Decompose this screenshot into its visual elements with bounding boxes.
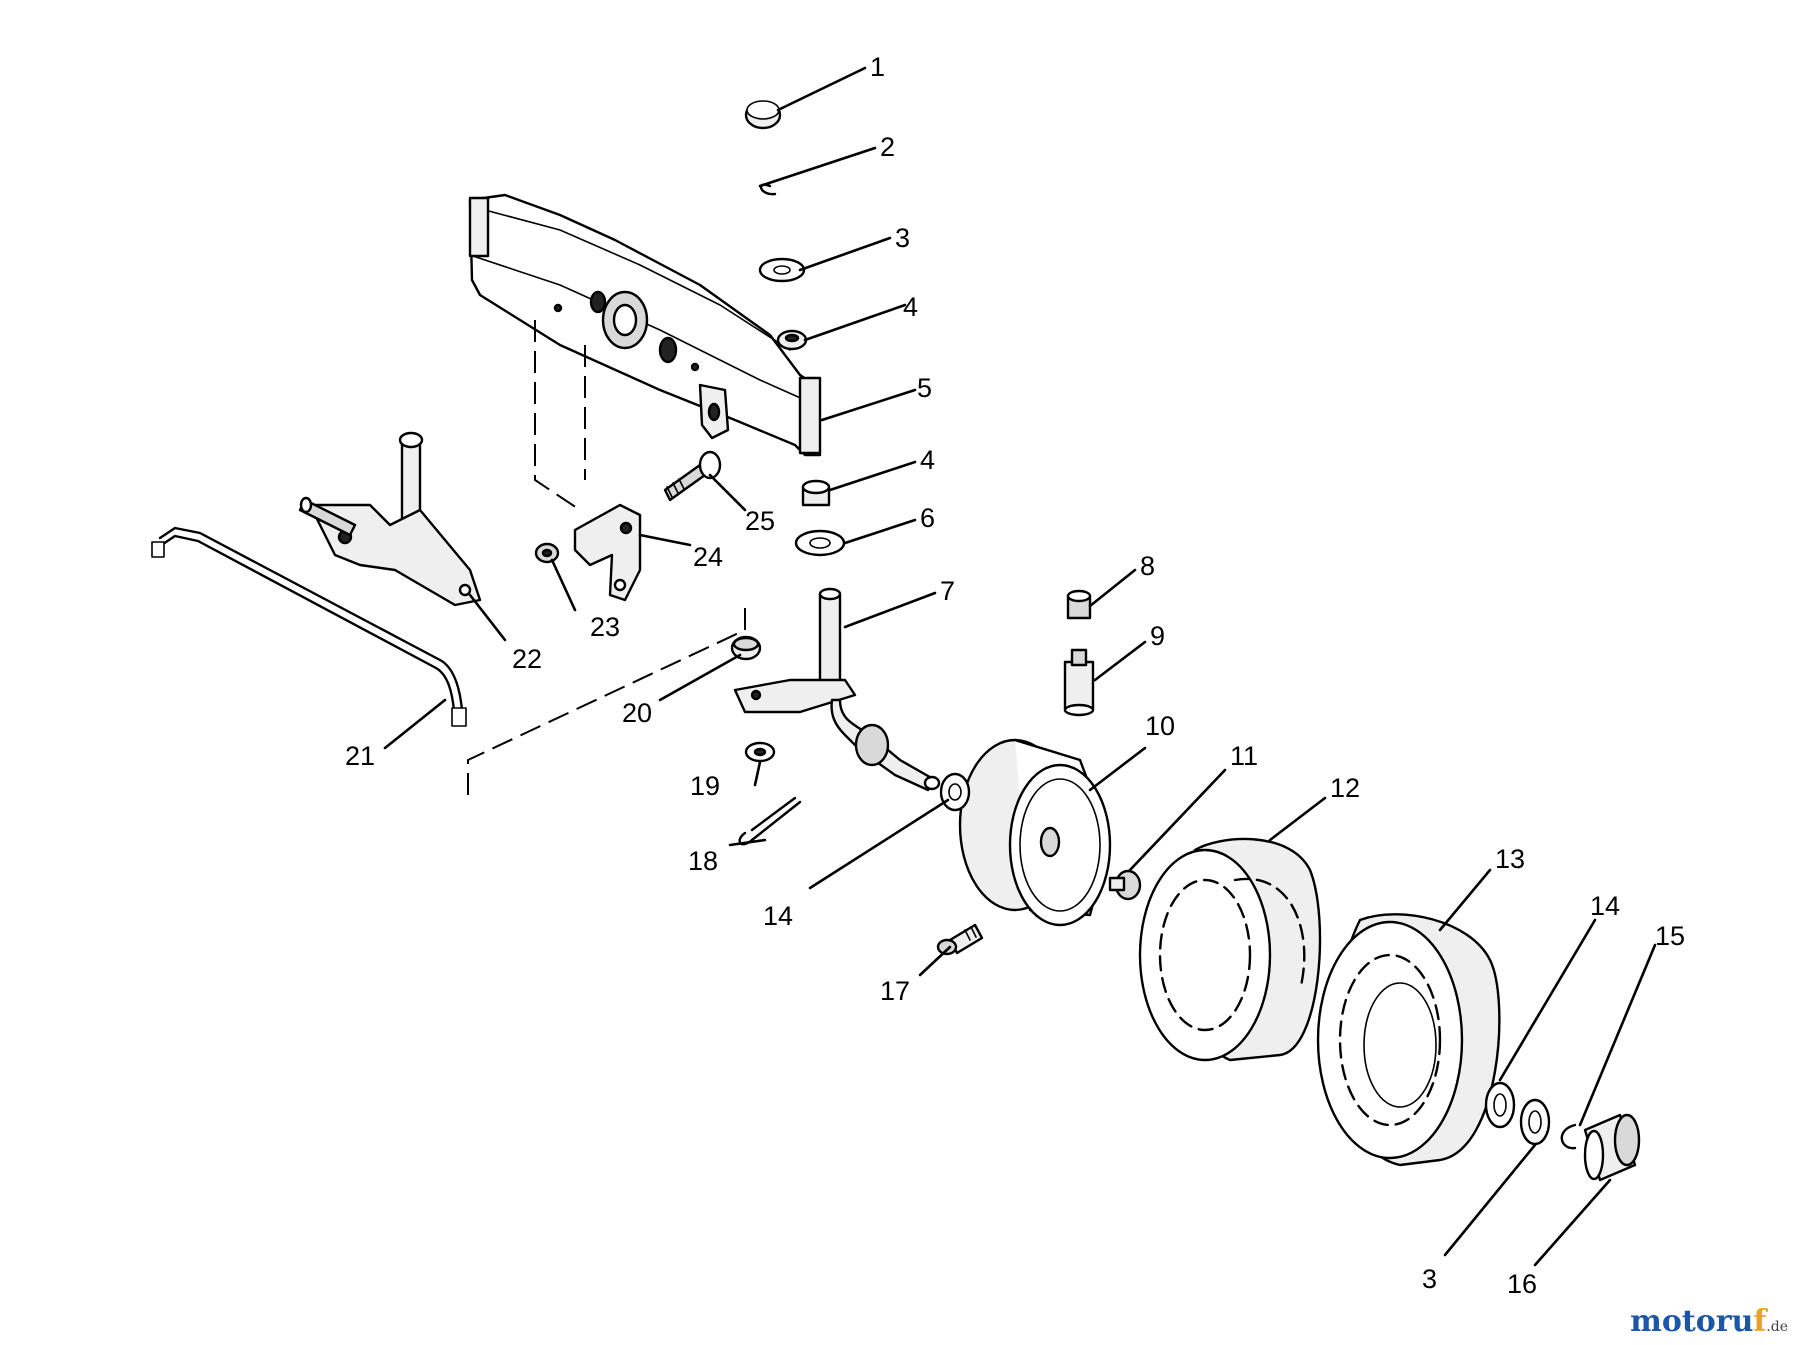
bolt-part [663,450,722,502]
cotter-pin-part [738,796,802,846]
hub-cap-part [1583,1113,1641,1182]
callout-4: 4 [903,292,918,322]
grease-fitting-cap-part [730,635,762,661]
valve-cap-part [1066,589,1092,620]
callout-2: 2 [880,132,895,162]
cap-part [744,100,782,130]
wheel-rim-part [958,738,1112,927]
valve-stem-part [1063,648,1095,717]
callout-13: 13 [1495,844,1525,874]
callout-14-left: 14 [763,901,793,931]
callout-11: 11 [1230,741,1258,771]
site-logo: motoruf.de [1630,1304,1788,1339]
bushing-bottom-part [801,479,831,507]
drag-link-part [151,526,467,727]
callout-8: 8 [1140,551,1155,581]
tire-part [1138,837,1322,1062]
wheel-washer-outer-part [1519,1098,1551,1146]
callout-17: 17 [880,976,910,1006]
callout-21: 21 [345,741,375,771]
small-washer-part [744,741,776,763]
callout-labels: 1 2 3 4 5 4 6 8 7 9 10 11 12 13 14 15 16… [345,52,1685,1299]
callout-14-right: 14 [1590,891,1620,921]
callout-5: 5 [917,373,932,403]
callout-15: 15 [1655,921,1685,951]
callout-1: 1 [870,52,885,82]
front-axle-part [468,193,822,457]
logo-text-tld: .de [1766,1319,1788,1335]
axle-washer-part [939,772,971,812]
tire-large-part [1316,913,1501,1167]
callout-3: 3 [895,223,910,253]
callout-20: 20 [622,698,652,728]
callout-9: 9 [1150,621,1165,651]
logo-text-accent: f [1753,1304,1767,1339]
leader-lines [383,66,1657,1267]
wheel-washer-part [1484,1081,1516,1129]
washer-part [758,257,806,283]
spacer-washer-part [794,529,846,557]
bracket-part [573,503,642,602]
bushing-top-part [776,329,808,351]
spindle-part [733,587,941,792]
logo-text-main: motoru [1630,1304,1754,1339]
grease-fitting-part [936,923,984,956]
callout-7: 7 [940,576,955,606]
callout-25: 25 [745,506,775,536]
callout-16: 16 [1507,1269,1537,1299]
lug-nut-part [1108,869,1142,901]
callout-3-lower: 3 [1422,1264,1437,1294]
nut-part [534,542,560,564]
callout-6: 6 [920,503,935,533]
callout-4-lower: 4 [920,445,935,475]
retaining-clip-part [759,183,777,196]
callout-10: 10 [1145,711,1175,741]
callout-24: 24 [693,542,723,572]
callout-19: 19 [690,771,720,801]
e-clip-part [1560,1123,1577,1150]
callout-18: 18 [688,846,718,876]
steering-arm-part [298,431,482,607]
callout-23: 23 [590,612,620,642]
phantom-lines [467,320,746,795]
callout-22: 22 [512,644,542,674]
callout-12: 12 [1330,773,1360,803]
